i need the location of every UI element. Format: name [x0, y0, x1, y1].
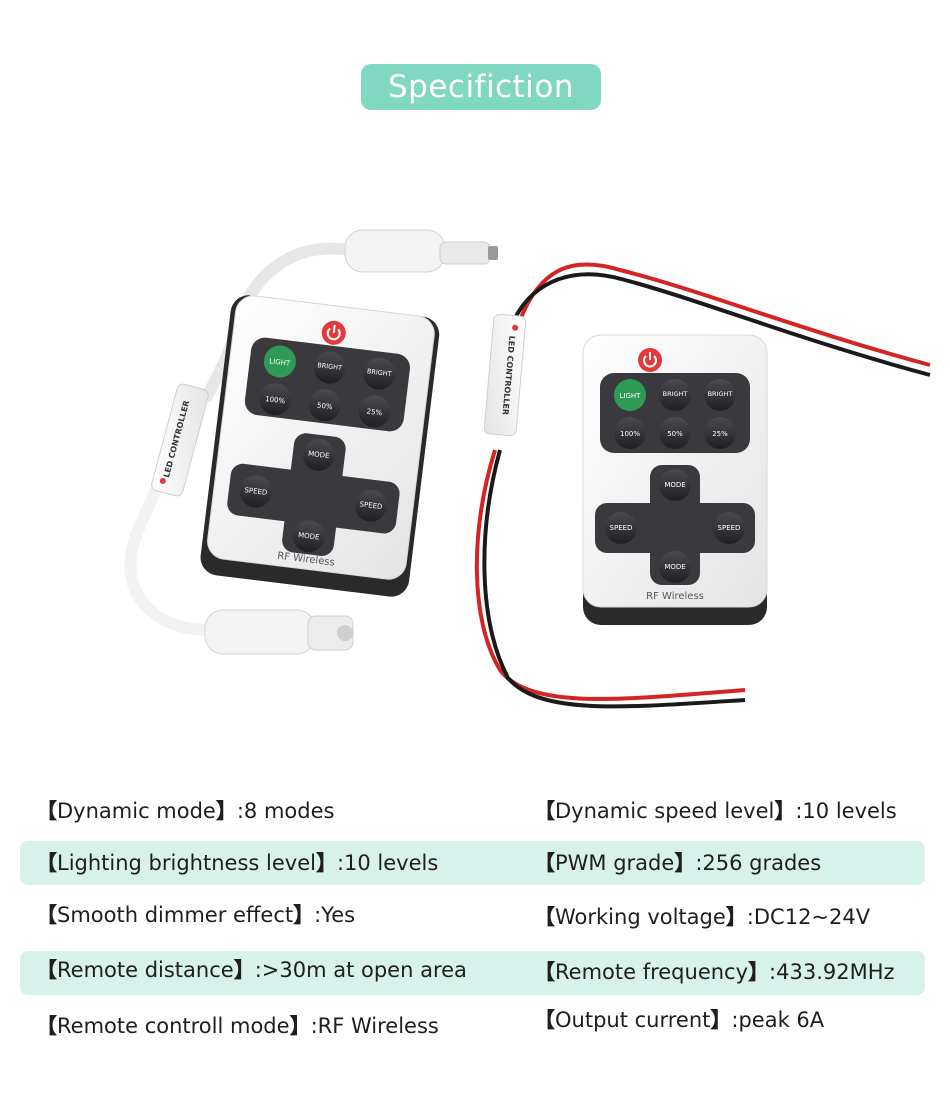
left-led-controller: LED CONTROLLER [151, 383, 209, 497]
left-mode-down-button[interactable] [291, 518, 327, 554]
right-remote-footer: RF Wireless [646, 591, 704, 602]
left-rf-remote: LIGHT BRIGHT BRIGHT 100% 50% 25% MODE SP… [200, 295, 440, 597]
right-mode-down-label: MODE [664, 563, 685, 571]
left-mode-down-label: MODE [298, 531, 320, 542]
spec-band-row-4 [20, 951, 925, 995]
left-mode-up-label: MODE [308, 450, 330, 461]
left-bright-up-button[interactable] [312, 350, 348, 386]
right-25-button[interactable] [704, 417, 736, 449]
left-light-button[interactable] [262, 344, 298, 380]
spec-smooth-dimmer-effect: 【Smooth dimmer effect】:Yes [36, 903, 356, 927]
spec-band-row-2 [20, 841, 925, 885]
right-50-button[interactable] [659, 417, 691, 449]
right-50-label: 50% [667, 430, 683, 438]
left-light-label: LIGHT [269, 357, 291, 368]
right-red-black-wires [474, 262, 931, 709]
spec-remote-controll-mode: 【Remote controll mode】:RF Wireless [36, 1014, 439, 1038]
right-bright-down-button[interactable] [704, 379, 736, 411]
right-light-button[interactable] [614, 379, 646, 411]
spec-working-voltage: 【Working voltage】:DC12~24V [534, 905, 871, 929]
right-speed-down-button[interactable] [605, 512, 637, 544]
right-speed-up-label: SPEED [718, 524, 741, 532]
left-speed-down-button[interactable] [238, 474, 274, 510]
right-bright-up-button[interactable] [659, 379, 691, 411]
left-bright-up-label: BRIGHT [317, 361, 343, 372]
spec-lighting-brightness-level: 【Lighting brightness level】:10 levels [36, 851, 439, 875]
right-bright-up-label: BRIGHT [663, 390, 688, 398]
right-led-controller: LED CONTROLLER [483, 313, 527, 437]
right-speed-down-label: SPEED [610, 524, 633, 532]
left-bright-down-button[interactable] [361, 356, 397, 392]
right-mode-up-label: MODE [664, 481, 685, 489]
left-speed-up-button[interactable] [353, 488, 389, 524]
right-mode-down-button[interactable] [659, 551, 691, 583]
right-100-button[interactable] [614, 417, 646, 449]
left-100-button[interactable] [257, 381, 293, 417]
left-100-label: 100% [265, 395, 286, 405]
spec-dynamic-speed-level: 【Dynamic speed level】:10 levels [534, 799, 897, 823]
spec-output-current: 【Output current】:peak 6A [534, 1008, 825, 1032]
left-speed-down-label: SPEED [244, 486, 268, 497]
product-photo: LED CONTROLLER LIGHT BRIGHT BRIGHT 100% … [124, 229, 931, 709]
left-50-button[interactable] [307, 387, 343, 423]
spec-remote-frequency: 【Remote frequency】:433.92MHz [534, 960, 895, 984]
right-rf-remote: LIGHT BRIGHT BRIGHT 100% 50% 25% MODE SP… [582, 334, 768, 625]
left-mode-up-button[interactable] [301, 437, 337, 473]
spec-remote-distance: 【Remote distance】:>30m at open area [36, 958, 467, 982]
left-speed-up-label: SPEED [359, 500, 383, 511]
spec-dynamic-mode: 【Dynamic mode】:8 modes [36, 799, 335, 823]
left-50-label: 50% [317, 401, 334, 411]
left-bright-down-label: BRIGHT [366, 367, 392, 378]
right-speed-up-button[interactable] [713, 512, 745, 544]
right-light-label: LIGHT [620, 392, 642, 400]
right-25-label: 25% [712, 430, 728, 438]
right-100-label: 100% [620, 430, 640, 438]
right-mode-up-button[interactable] [659, 469, 691, 501]
right-bright-down-label: BRIGHT [708, 390, 733, 398]
page-title: Specifiction [361, 64, 601, 110]
spec-pwm-grade: 【PWM grade】:256 grades [534, 851, 822, 875]
left-dc-male-plug [344, 229, 498, 273]
left-dc-female-plug [204, 609, 354, 655]
left-25-label: 25% [366, 407, 383, 417]
left-25-button[interactable] [357, 394, 393, 430]
